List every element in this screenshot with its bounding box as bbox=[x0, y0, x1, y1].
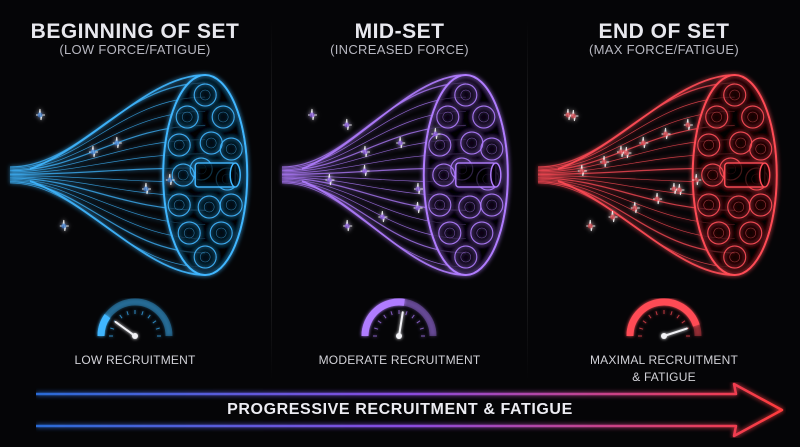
fascicle bbox=[193, 245, 217, 269]
bundle-outline bbox=[301, 74, 466, 276]
fascicle bbox=[167, 193, 191, 217]
fascicle bbox=[697, 133, 721, 157]
caption-line: & FATIGUE bbox=[632, 370, 696, 384]
fascicle bbox=[741, 105, 765, 129]
gauge-needle bbox=[663, 327, 688, 337]
panel-subtitle: (MAX FORCE/FATIGUE) bbox=[589, 42, 739, 57]
panel-subtitle: (INCREASED FORCE) bbox=[330, 42, 469, 57]
fascicle bbox=[438, 221, 462, 245]
progress-arrow-icon bbox=[36, 382, 784, 438]
fascicle bbox=[701, 163, 725, 187]
fascicle bbox=[428, 193, 452, 217]
panel-divider-1 bbox=[271, 20, 272, 380]
fascicle bbox=[177, 221, 201, 245]
tendon-fiber bbox=[537, 96, 735, 169]
fascicle bbox=[480, 193, 504, 217]
fascicle bbox=[219, 193, 243, 217]
recruitment-gauge-icon bbox=[626, 298, 702, 339]
panel-beginning: BEGINNING OF SET (LOW FORCE/FATIGUE) LOW… bbox=[0, 0, 270, 447]
fascicle bbox=[454, 245, 478, 269]
fascicle bbox=[432, 163, 456, 187]
fascicle bbox=[723, 245, 747, 269]
panel-caption: MODERATE RECRUITMENT bbox=[272, 352, 527, 369]
fascicle bbox=[167, 133, 191, 157]
fascicle bbox=[219, 137, 243, 161]
fascicle bbox=[697, 193, 721, 217]
fascicle bbox=[454, 83, 478, 107]
tendon-fiber bbox=[537, 181, 735, 254]
gauge-fill bbox=[626, 298, 700, 337]
panel-title: END OF SET bbox=[598, 20, 730, 43]
muscle-fiber-illustration bbox=[537, 74, 778, 276]
fascicle bbox=[749, 137, 773, 161]
fascicle bbox=[739, 221, 763, 245]
caption-line: MAXIMAL RECRUITMENT bbox=[589, 353, 739, 367]
fascicle bbox=[193, 83, 217, 107]
recruitment-gauge-icon bbox=[97, 298, 173, 339]
gauge-needle bbox=[398, 311, 404, 337]
tendon-fiber bbox=[9, 96, 206, 169]
panel-title: BEGINNING OF SET bbox=[30, 20, 240, 43]
caption-line: LOW RECRUITMENT bbox=[74, 353, 196, 367]
bundle-outline bbox=[29, 74, 206, 276]
tendon-fiber bbox=[9, 181, 206, 254]
gauge-fill bbox=[361, 298, 405, 337]
fascicle bbox=[470, 221, 494, 245]
bundle-outline bbox=[557, 74, 735, 276]
panel-divider-2 bbox=[527, 20, 528, 380]
fiber-cylinder bbox=[723, 162, 766, 188]
fascicle bbox=[705, 105, 729, 129]
gauge-needle bbox=[114, 320, 136, 337]
panel-title: MID-SET bbox=[354, 20, 445, 43]
recruitment-gauge-icon bbox=[361, 298, 437, 339]
muscle-fiber-illustration bbox=[281, 74, 509, 276]
fiber-cylinder bbox=[455, 162, 497, 188]
fiber-cylinder bbox=[194, 162, 236, 188]
gauge-fill bbox=[97, 313, 111, 337]
panel-mid: MID-SET (INCREASED FORCE) MODERATE RECRU… bbox=[272, 0, 527, 447]
fascicle bbox=[209, 221, 233, 245]
muscle-fiber-illustration bbox=[9, 74, 249, 276]
fascicle bbox=[171, 163, 195, 187]
panel-caption: MAXIMAL RECRUITMENT & FATIGUE bbox=[528, 352, 800, 386]
arrow-label: PROGRESSIVE RECRUITMENT & FATIGUE bbox=[227, 401, 573, 418]
fascicle bbox=[175, 105, 199, 129]
fascicle bbox=[723, 83, 747, 107]
fascicle bbox=[480, 137, 504, 161]
fascicle bbox=[436, 105, 460, 129]
panel-caption: LOW RECRUITMENT bbox=[0, 352, 270, 369]
fascicle bbox=[472, 105, 496, 129]
panel-end: END OF SET (MAX FORCE/FATIGUE) MAXIMAL R… bbox=[528, 0, 800, 447]
fascicle bbox=[707, 221, 731, 245]
fascicle bbox=[749, 193, 773, 217]
panel-subtitle: (LOW FORCE/FATIGUE) bbox=[59, 42, 211, 57]
caption-line: MODERATE RECRUITMENT bbox=[318, 353, 481, 367]
fascicle bbox=[211, 105, 235, 129]
